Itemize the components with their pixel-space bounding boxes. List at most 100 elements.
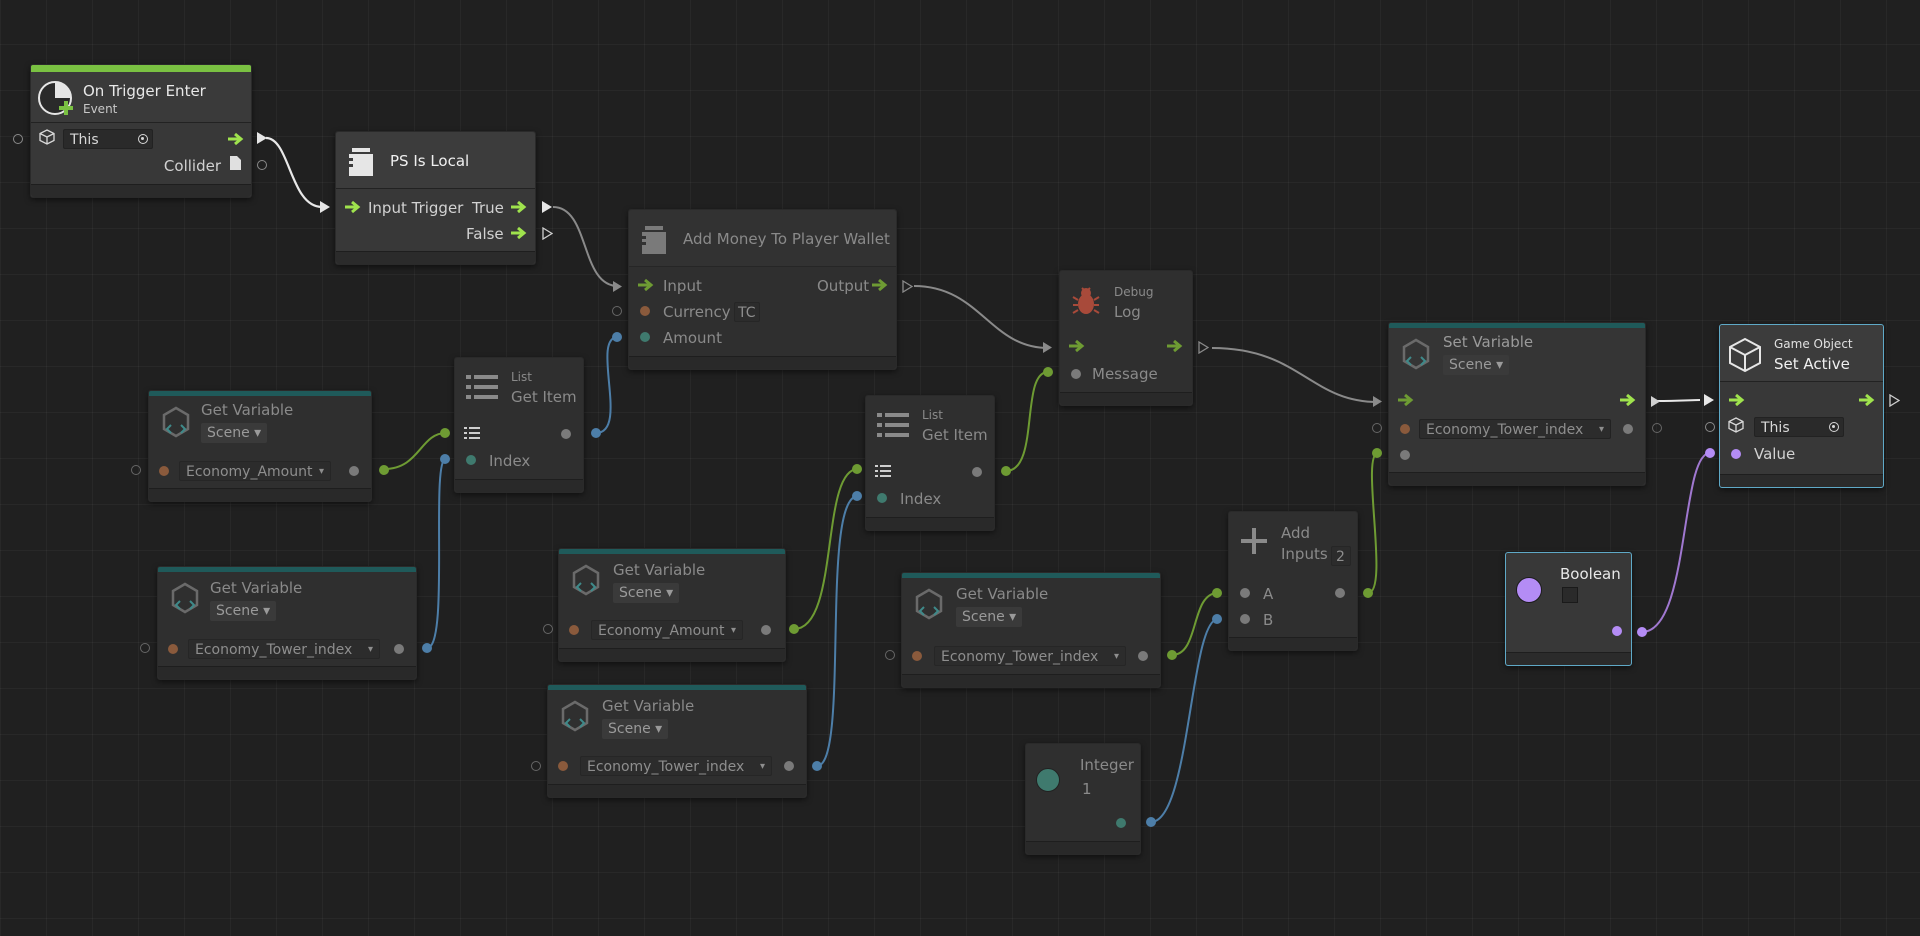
value-output-dot[interactable] <box>1116 818 1126 828</box>
node-get-variable-economy-amount-2[interactable]: Get Variable Scene ▾ Economy_Amount▾ <box>558 548 786 662</box>
target-picker-icon[interactable] <box>1829 422 1839 432</box>
value-output-dot[interactable] <box>1612 626 1622 636</box>
chevron-down-icon: ▾ <box>1113 651 1119 662</box>
node-on-trigger-enter[interactable]: On Trigger Enter Event This Collider <box>30 64 252 198</box>
getvar2-output-port[interactable] <box>422 643 432 653</box>
boolean-output-port[interactable] <box>1637 627 1647 637</box>
getvar1-input-port[interactable] <box>131 465 141 475</box>
node-debug-log[interactable]: Debug Log Message <box>1059 270 1193 406</box>
collider-output-port[interactable] <box>257 160 267 170</box>
debug-output-port[interactable] <box>1198 341 1209 354</box>
variable-field[interactable]: Economy_Tower_index▾ <box>580 756 772 776</box>
currency-input-port[interactable] <box>612 306 622 316</box>
node-title: Integer <box>1080 756 1134 774</box>
node-add-inputs[interactable]: Add Inputs 2 A B <box>1228 511 1358 651</box>
value-output-dot[interactable] <box>761 625 771 635</box>
sum-output-dot[interactable] <box>1335 588 1345 598</box>
input-count-field[interactable]: 2 <box>1331 546 1351 566</box>
setvar-variable-input-port[interactable] <box>1372 423 1382 433</box>
setactive-flow-input-port[interactable] <box>1704 394 1714 406</box>
getvar1-output-port[interactable] <box>379 465 389 475</box>
trigger-flow-output-port[interactable] <box>257 132 267 144</box>
scope-dropdown[interactable]: Scene ▾ <box>210 601 277 621</box>
getvar2-input-port[interactable] <box>140 643 150 653</box>
getitem2-output-port[interactable] <box>1001 466 1011 476</box>
variable-field[interactable]: Economy_Amount▾ <box>591 620 743 640</box>
node-get-variable-economy-amount[interactable]: Get Variable Scene ▾ Economy_Amount▾ <box>148 390 372 502</box>
target-value: This <box>1761 420 1790 436</box>
variable-field[interactable]: Economy_Tower_index▾ <box>188 639 380 659</box>
setvar-flow-output-port[interactable] <box>1650 395 1661 408</box>
setactive-target-input-port[interactable] <box>1705 422 1715 432</box>
node-title: Get Item <box>922 426 988 444</box>
node-integer[interactable]: Integer 1 <box>1025 743 1141 855</box>
node-list-get-item-2[interactable]: List Get Item Index <box>865 395 995 531</box>
value-output-dot[interactable] <box>1138 651 1148 661</box>
setactive-flow-output-port[interactable] <box>1889 394 1900 407</box>
variable-field[interactable]: Economy_Tower_index▾ <box>934 646 1126 666</box>
getitem2-list-input-port[interactable] <box>852 464 862 474</box>
integer-value[interactable]: 1 <box>1082 780 1092 798</box>
integer-output-port[interactable] <box>1146 817 1156 827</box>
node-ps-is-local[interactable]: PS Is Local Input Trigger True False <box>335 131 536 265</box>
getitem1-output-port[interactable] <box>591 428 601 438</box>
setactive-value-input-port[interactable] <box>1705 448 1715 458</box>
getvar4-output-port[interactable] <box>812 761 822 771</box>
boolean-checkbox[interactable] <box>1562 587 1578 603</box>
getvar5-input-port[interactable] <box>885 650 895 660</box>
getvar4-input-port[interactable] <box>531 761 541 771</box>
addmoney-input-port[interactable] <box>612 280 623 293</box>
scope-dropdown[interactable]: Scene ▾ <box>602 719 669 739</box>
node-get-variable-economy-tower-index-1[interactable]: Get Variable Scene ▾ Economy_Tower_index… <box>157 566 417 680</box>
add-a-input-port[interactable] <box>1212 588 1222 598</box>
scope-value: Scene <box>619 585 662 601</box>
setvar-flow-input-port[interactable] <box>1372 395 1383 408</box>
node-set-variable[interactable]: Set Variable Scene ▾ Economy_Tower_index… <box>1388 322 1646 486</box>
ps-input-flow-port[interactable] <box>320 201 330 213</box>
addmoney-output-port[interactable] <box>902 280 913 293</box>
node-get-variable-economy-tower-index-2[interactable]: Get Variable Scene ▾ Economy_Tower_index… <box>547 684 807 798</box>
value-output-dot[interactable] <box>394 644 404 654</box>
target-picker-icon[interactable] <box>138 134 148 144</box>
true-label: True <box>472 199 504 217</box>
value-output-dot[interactable] <box>784 761 794 771</box>
getvar5-output-port[interactable] <box>1167 650 1177 660</box>
variable-field[interactable]: Economy_Tower_index▾ <box>1419 419 1611 439</box>
node-boolean[interactable]: Boolean <box>1505 552 1632 666</box>
target-field[interactable]: This <box>1754 417 1844 437</box>
getitem1-list-input-port[interactable] <box>440 428 450 438</box>
target-field[interactable]: This <box>63 129 153 149</box>
node-add-money-to-player-wallet[interactable]: Add Money To Player Wallet Input Output … <box>628 209 897 370</box>
node-list-get-item-1[interactable]: List Get Item Index <box>454 357 584 493</box>
add-b-input-port[interactable] <box>1212 614 1222 624</box>
getvar3-input-port[interactable] <box>543 624 553 634</box>
list-icon <box>466 375 498 399</box>
scope-dropdown[interactable]: Scene ▾ <box>613 583 680 603</box>
amount-input-port[interactable] <box>612 332 622 342</box>
debug-message-input-port[interactable] <box>1043 367 1053 377</box>
scope-dropdown[interactable]: Scene ▾ <box>201 423 268 443</box>
setvar-value-input-port[interactable] <box>1372 448 1382 458</box>
variable-field[interactable]: Economy_Amount▾ <box>179 461 331 481</box>
ps-true-output-port[interactable] <box>542 201 552 213</box>
add-output-port[interactable] <box>1363 588 1373 598</box>
debug-input-port[interactable] <box>1042 341 1053 354</box>
item-output-dot[interactable] <box>972 467 982 477</box>
variable-output-dot[interactable] <box>1623 424 1633 434</box>
item-output-dot[interactable] <box>561 429 571 439</box>
value-output-dot[interactable] <box>349 466 359 476</box>
getitem1-index-input-port[interactable] <box>440 454 450 464</box>
node-get-variable-economy-tower-index-3[interactable]: Get Variable Scene ▾ Economy_Tower_index… <box>901 572 1161 688</box>
getitem2-index-input-port[interactable] <box>852 491 862 501</box>
trigger-target-input-port[interactable] <box>13 134 23 144</box>
scope-dropdown[interactable]: Scene ▾ <box>1443 355 1510 375</box>
node-game-object-set-active[interactable]: Game Object Set Active This Value <box>1719 324 1884 488</box>
ps-false-output-port[interactable] <box>542 227 553 240</box>
flow-output-arrow-icon[interactable] <box>227 132 245 146</box>
node-title: Set Variable <box>1443 333 1534 351</box>
currency-field[interactable]: TC <box>734 302 760 322</box>
scope-dropdown[interactable]: Scene ▾ <box>956 607 1023 627</box>
getvar3-output-port[interactable] <box>789 624 799 634</box>
setvar-variable-output-port[interactable] <box>1652 423 1662 433</box>
